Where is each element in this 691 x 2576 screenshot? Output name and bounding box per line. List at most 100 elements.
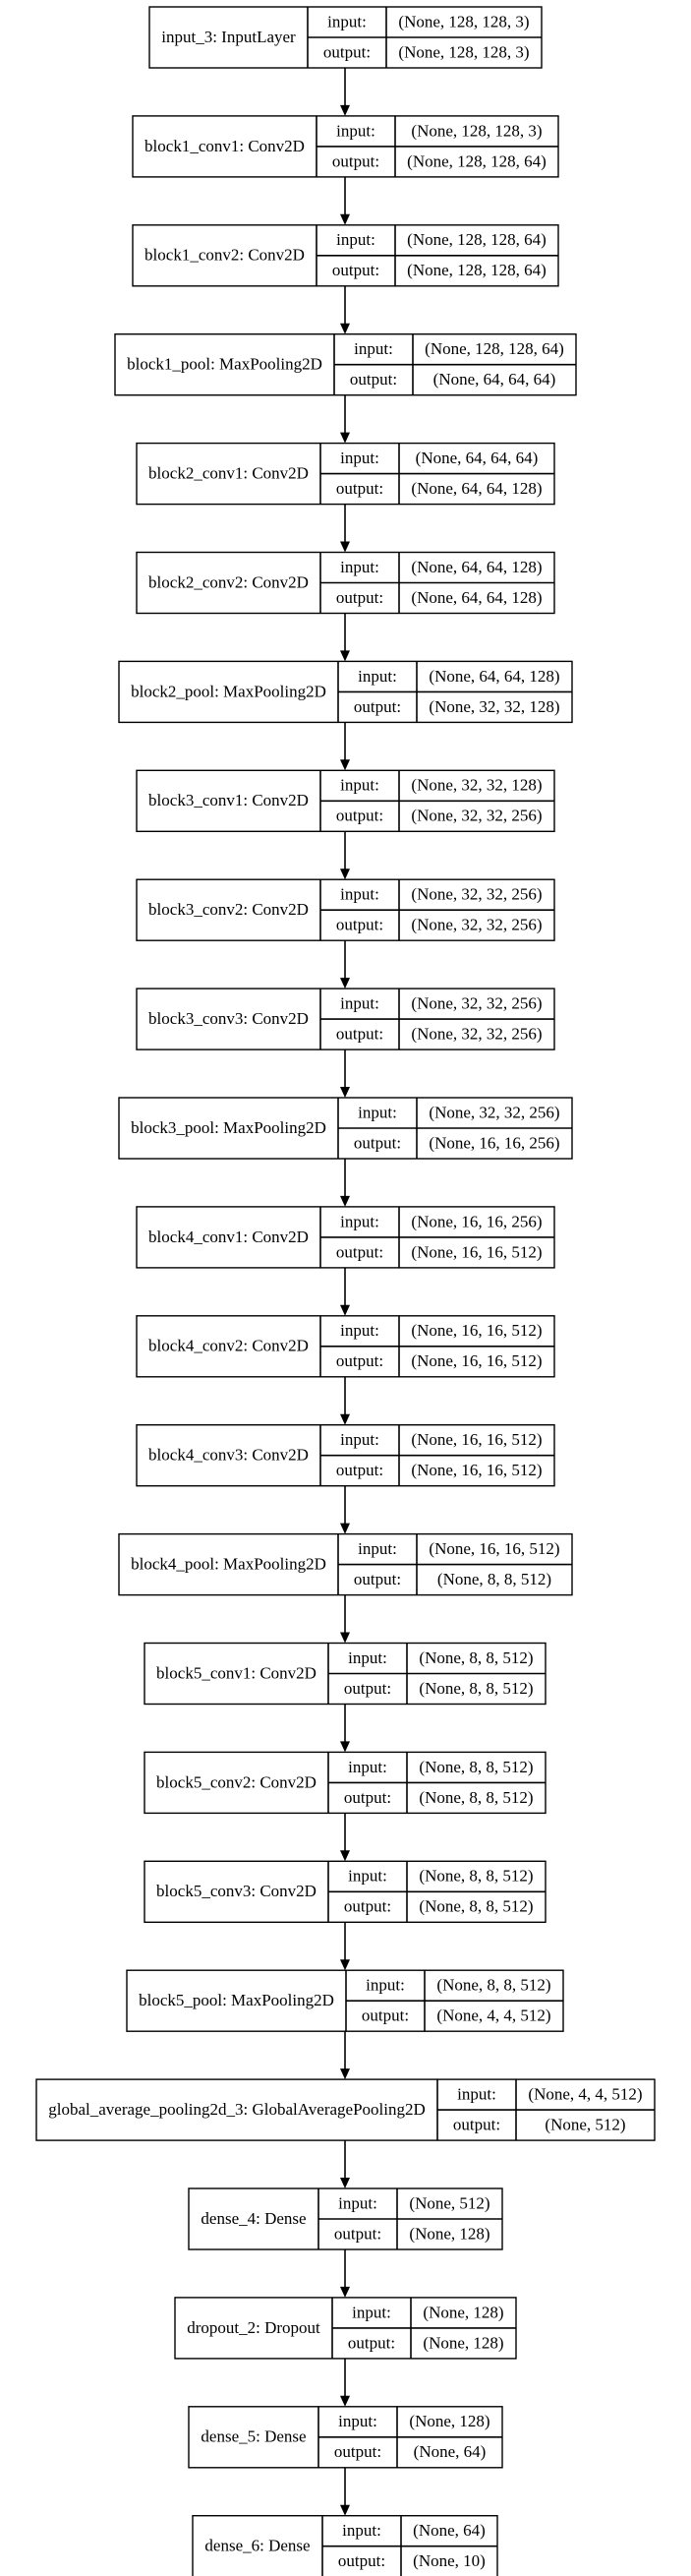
layer-name: block5_pool: MaxPooling2D: [139, 1991, 334, 2009]
output-shape: (None, 128): [409, 2224, 489, 2243]
layer-name: dense_6: Dense: [204, 2537, 310, 2555]
output-shape: (None, 64, 64, 128): [411, 479, 542, 498]
input-shape: (None, 16, 16, 512): [429, 1539, 559, 1558]
input-shape: (None, 64, 64, 64): [416, 449, 539, 467]
input-shape: (None, 512): [409, 2193, 489, 2212]
input-key-label: input:: [348, 1758, 387, 1776]
input-shape: (None, 4, 4, 512): [528, 2085, 642, 2104]
output-shape: (None, 128, 128, 64): [407, 151, 547, 170]
layer-node: global_average_pooling2d_3: GlobalAverag…: [35, 2078, 656, 2141]
output-shape: (None, 16, 16, 512): [411, 1242, 542, 1261]
output-shape: (None, 128): [423, 2333, 503, 2352]
arrow-edge: [340, 1485, 350, 1534]
arrow-edge: [340, 1267, 350, 1316]
arrowhead-icon: [340, 213, 350, 225]
arrowhead-icon: [340, 759, 350, 771]
arrow-edge: [340, 504, 350, 553]
output-shape: (None, 128, 128, 64): [407, 261, 547, 279]
layer-name: global_average_pooling2d_3: GlobalAverag…: [48, 2100, 426, 2119]
output-key-label: output:: [336, 1025, 383, 1044]
layer-node: block2_conv1: Conv2Dinput:output:(None, …: [136, 442, 555, 506]
input-key-label: input:: [358, 1103, 397, 1121]
input-shape: (None, 128): [423, 2303, 503, 2321]
input-shape: (None, 128, 128, 3): [398, 12, 529, 30]
layer-name: block3_conv3: Conv2D: [148, 1009, 309, 1028]
arrow-edge: [340, 394, 350, 444]
layer-node: block5_conv2: Conv2Dinput:output:(None, …: [144, 1751, 547, 1815]
arrow-edge: [340, 613, 350, 662]
output-shape: (None, 32, 32, 256): [411, 807, 542, 825]
layer-name: block1_pool: MaxPooling2D: [127, 355, 322, 374]
output-key-label: output:: [334, 2442, 381, 2461]
layer-node: block3_conv3: Conv2Dinput:output:(None, …: [136, 988, 555, 1050]
output-shape: (None, 128, 128, 3): [398, 42, 529, 61]
output-shape: (None, 16, 16, 512): [411, 1461, 542, 1479]
arrow-edge: [340, 2140, 350, 2188]
layer-node: block5_conv1: Conv2Dinput:output:(None, …: [144, 1642, 547, 1706]
arrowhead-icon: [340, 1741, 350, 1753]
arrowhead-icon: [340, 650, 350, 662]
arrow-edge: [340, 285, 350, 334]
output-key-label: output:: [338, 2551, 385, 2570]
arrow-edge: [340, 2467, 350, 2516]
arrowhead-icon: [340, 2068, 350, 2080]
input-shape: (None, 8, 8, 512): [436, 1976, 550, 1995]
output-key-label: output:: [354, 1133, 401, 1152]
layer-node: block3_conv2: Conv2Dinput:output:(None, …: [136, 878, 555, 941]
input-shape: (None, 16, 16, 512): [411, 1321, 542, 1340]
input-shape: (None, 8, 8, 512): [419, 1648, 533, 1667]
arrowhead-icon: [340, 2504, 350, 2516]
arrowhead-icon: [340, 323, 350, 334]
output-shape: (None, 64, 64, 128): [411, 588, 542, 607]
layer-name: block1_conv2: Conv2D: [144, 246, 305, 265]
layer-node: block5_pool: MaxPooling2D input: output: (N…: [126, 1969, 564, 2032]
arrowhead-icon: [340, 2395, 350, 2407]
output-key-label: output:: [362, 2007, 409, 2025]
output-key-label: output:: [344, 1788, 391, 1807]
input-key-label: input:: [342, 2521, 381, 2540]
output-shape: (None, 32, 32, 256): [411, 1025, 542, 1044]
layer-node: block4_conv2: Conv2Dinput:output:(None, …: [136, 1315, 555, 1378]
layer-name: block4_pool: MaxPooling2D: [131, 1555, 326, 1574]
output-shape: (None, 16, 16, 512): [411, 1351, 542, 1370]
arrow-edge: [340, 940, 350, 989]
arrowhead-icon: [340, 1195, 350, 1207]
layer-name: block3_conv2: Conv2D: [148, 900, 309, 919]
input-key-label: input:: [336, 230, 375, 249]
arrowhead-icon: [340, 1413, 350, 1425]
output-key-label: output:: [332, 151, 379, 170]
input-key-label: input:: [338, 2412, 377, 2430]
arrow-edge: [340, 1049, 350, 1098]
output-shape: (None, 16, 16, 256): [429, 1133, 559, 1152]
layer-name: block2_conv1: Conv2D: [148, 464, 309, 483]
output-key-label: output:: [323, 42, 371, 61]
input-shape: (None, 8, 8, 512): [419, 1758, 533, 1776]
input-shape: (None, 32, 32, 128): [411, 776, 542, 795]
input-key-label: input:: [457, 2085, 496, 2104]
arrow-edge: [340, 1704, 350, 1753]
output-shape: (None, 8, 8, 512): [419, 1897, 533, 1916]
input-key-label: input:: [366, 1976, 405, 1995]
arrow-edge: [340, 68, 350, 116]
layer-name: block4_conv3: Conv2D: [148, 1446, 309, 1465]
layer-name: dense_4: Dense: [201, 2209, 306, 2228]
input-key-label: input:: [358, 667, 397, 686]
arrow-edge: [340, 176, 350, 225]
arrow-edge: [340, 1594, 350, 1644]
output-key-label: output:: [336, 807, 383, 825]
layer-node: block3_pool: MaxPooling2Dinput:output:(N…: [118, 1097, 573, 1160]
input-key-label: input:: [327, 12, 367, 30]
arrowhead-icon: [340, 2286, 350, 2298]
output-key-label: output:: [354, 1570, 401, 1588]
output-key-label: output:: [334, 2224, 381, 2243]
input-shape: (None, 128, 128, 64): [425, 339, 564, 358]
input-shape: (None, 16, 16, 256): [411, 1212, 542, 1230]
layer-node: block2_conv2: Conv2Dinput:output:(None, …: [136, 551, 555, 615]
layer-name: block5_conv3: Conv2D: [156, 1882, 317, 1900]
arrow-edge: [340, 2249, 350, 2298]
